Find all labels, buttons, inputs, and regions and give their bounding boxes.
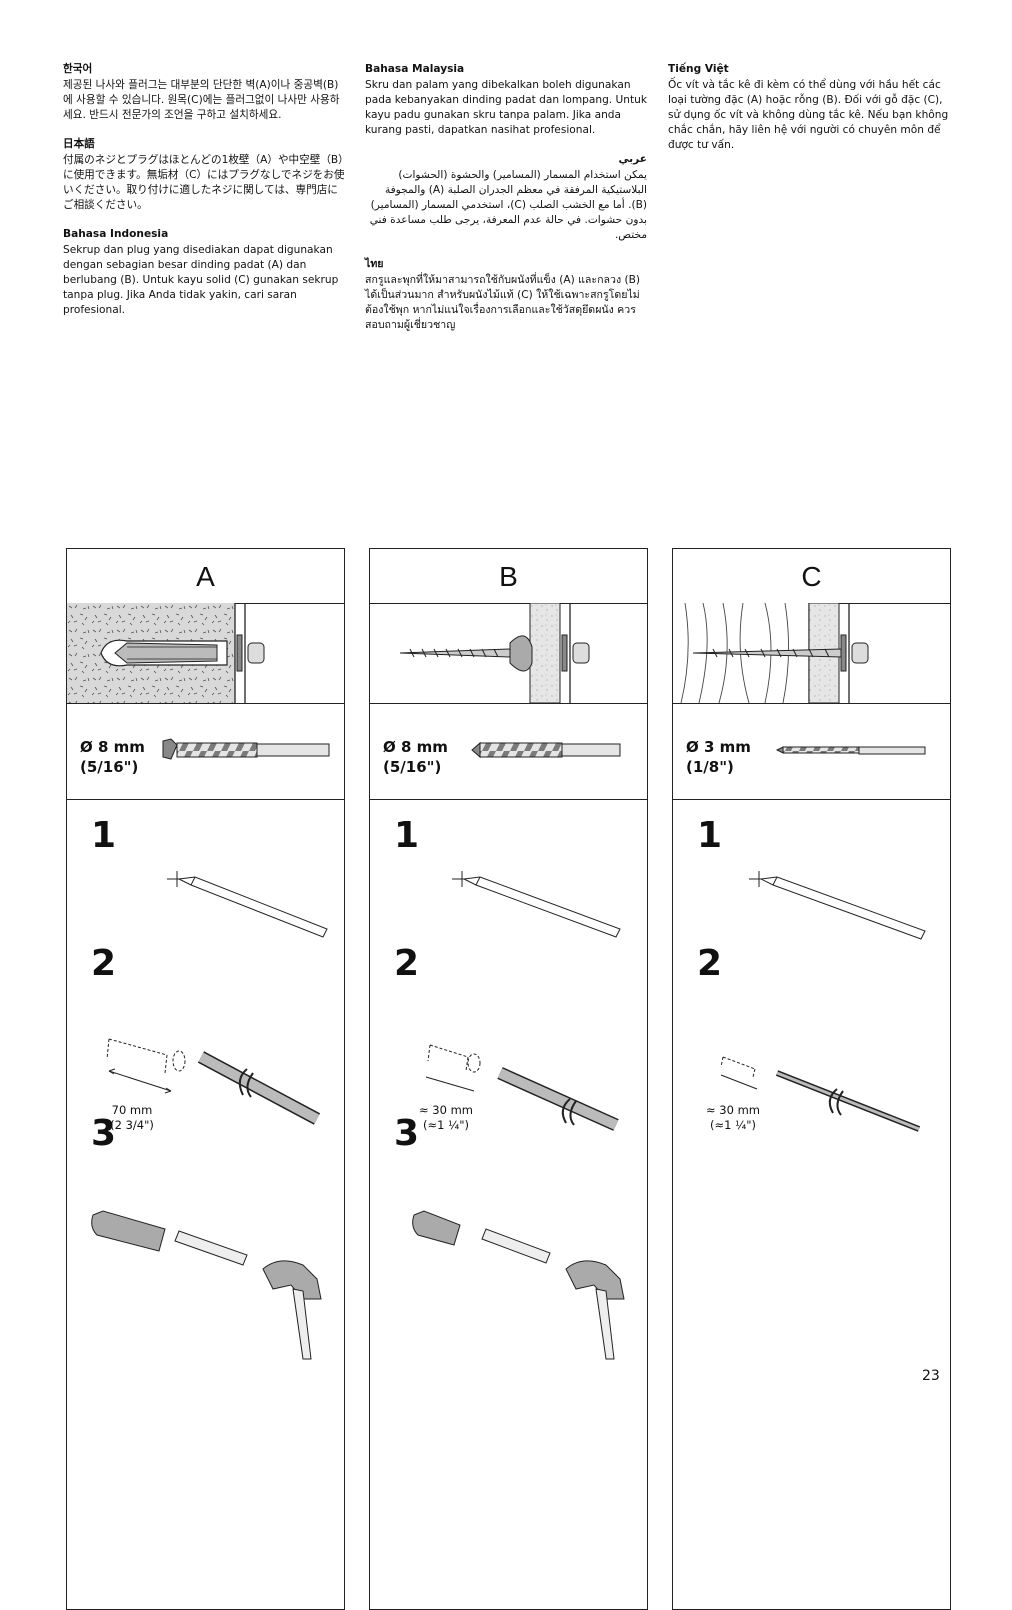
solid-wall-illustration [67, 603, 344, 704]
section-title: 日本語 [63, 138, 95, 150]
drill-size-row: Ø 3 mm (1/8") [673, 703, 950, 800]
section-body: Ốc vít và tắc kê đi kèm có thể dùng với … [668, 79, 949, 151]
text-column-1: 한국어 제공된 나사와 플러그는 대부분의 단단한 벽(A)이나 중공벽(B)에… [63, 62, 345, 332]
drill-size-imperial: (1/8") [686, 758, 734, 776]
section-indonesian: Bahasa Indonesia Sekrup dan plug yang di… [63, 227, 345, 318]
step-number: 1 [394, 815, 420, 856]
section-title: ไทย [365, 258, 384, 270]
steps-illustration [720, 871, 926, 1132]
hole-depth-imperial: (≈1 ¼") [709, 1118, 757, 1132]
step-number: 2 [697, 943, 723, 984]
hole-depth-label: ≈ 30 mm (≈1 ¼") [693, 1103, 773, 1133]
step-number: 2 [394, 943, 420, 984]
hole-depth-metric: ≈ 30 mm [706, 1103, 760, 1117]
text-column-3: Tiếng Việt Ốc vít và tắc kê đi kèm có th… [668, 62, 950, 167]
drill-hole-icon [106, 1038, 321, 1125]
steps-illustration [91, 871, 328, 1360]
steps-area: 1 2 ≈ 30 mm (≈1 ¼") [673, 799, 950, 1609]
steps-illustration [412, 871, 625, 1360]
wood-screw-icon [673, 603, 869, 703]
section-malay: Bahasa Malaysia Skru dan palam yang dibe… [365, 62, 647, 138]
section-title: Bahasa Malaysia [365, 63, 465, 75]
step-number: 3 [394, 1113, 420, 1154]
section-body: يمكن استخدام المسمار (المسامير) والحشوة … [369, 169, 647, 241]
concrete-wall-plug-icon [67, 603, 265, 703]
mark-pencil-icon [452, 871, 621, 938]
hammer-plug-icon [412, 1210, 625, 1360]
hole-depth-metric: ≈ 30 mm [419, 1103, 473, 1117]
hole-depth-label: ≈ 30 mm (≈1 ¼") [406, 1103, 486, 1133]
section-title: Bahasa Indonesia [63, 228, 169, 240]
drill-size-imperial: (5/16") [80, 758, 139, 776]
drill-size-label: Ø 3 mm (1/8") [686, 737, 751, 777]
section-title: 한국어 [63, 63, 93, 75]
section-title: Tiếng Việt [668, 63, 729, 75]
hammer-plug-icon [91, 1210, 322, 1360]
section-title: عربي [618, 153, 647, 165]
hole-depth-label: 70 mm (2 3/4") [92, 1103, 172, 1133]
step-number: 2 [91, 943, 117, 984]
drill-size-label: Ø 8 mm (5/16") [383, 737, 448, 777]
section-body: 제공된 나사와 플러그는 대부분의 단단한 벽(A)이나 중공벽(B)에 사용할… [63, 79, 340, 121]
hole-depth-imperial: (≈1 ¼") [422, 1118, 470, 1132]
step-number: 1 [91, 815, 117, 856]
panel-label: A [67, 549, 344, 604]
step-number: 3 [91, 1113, 117, 1154]
section-body: Sekrup dan plug yang disediakan dapat di… [63, 244, 339, 316]
section-vietnamese: Tiếng Việt Ốc vít và tắc kê đi kèm có th… [668, 62, 950, 153]
wall-type-panel-b: B Ø 8 mm (5/16") 1 2 3 [369, 548, 648, 1610]
hole-depth-metric: 70 mm [111, 1103, 153, 1117]
wood-drill-bit-icon [775, 746, 926, 755]
drill-size-row: Ø 8 mm (5/16") [370, 703, 647, 800]
panel-label: B [370, 549, 647, 604]
drill-bit-icon [471, 741, 621, 759]
masonry-drill-bit-icon [162, 738, 330, 760]
section-arabic: عربي يمكن استخدام المسمار (المسامير) وال… [365, 152, 647, 243]
hollow-wall-illustration [370, 603, 647, 704]
wall-type-panel-a: A Ø 8 mm (5/16") 1 2 3 [66, 548, 345, 1610]
text-column-2: Bahasa Malaysia Skru dan palam yang dibe… [365, 62, 647, 347]
section-body: 付属のネジとプラグはほとんどの1枚壁（A）や中空壁（B）に使用できます。無垢材（… [63, 154, 345, 211]
section-body: สกรูและพุกที่ให้มาสามารถใช้กับผนังที่แข็… [365, 274, 641, 331]
drill-size-metric: Ø 3 mm [686, 738, 751, 756]
drill-size-imperial: (5/16") [383, 758, 442, 776]
step-number: 1 [697, 815, 723, 856]
mark-pencil-icon [749, 871, 926, 940]
panel-label: C [673, 549, 950, 604]
mark-pencil-icon [167, 871, 328, 938]
wood-wall-illustration [673, 603, 950, 704]
hollow-wall-plug-icon [399, 603, 590, 703]
section-korean: 한국어 제공된 나사와 플러그는 대부분의 단단한 벽(A)이나 중공벽(B)에… [63, 62, 345, 123]
section-thai: ไทย สกรูและพุกที่ให้มาสามารถใช้กับผนังที… [365, 257, 647, 333]
drill-size-row: Ø 8 mm (5/16") [67, 703, 344, 800]
wall-type-panel-c: C Ø 3 mm (1/8") 1 2 [672, 548, 951, 1610]
drill-hole-icon [425, 1044, 619, 1131]
drill-size-label: Ø 8 mm (5/16") [80, 737, 145, 777]
steps-area: 1 2 3 ≈ 30 m [370, 799, 647, 1609]
drill-size-metric: Ø 8 mm [80, 738, 145, 756]
section-japanese: 日本語 付属のネジとプラグはほとんどの1枚壁（A）や中空壁（B）に使用できます。… [63, 137, 345, 213]
hole-depth-imperial: (2 3/4") [110, 1118, 154, 1132]
drill-size-metric: Ø 8 mm [383, 738, 448, 756]
drill-hole-icon [720, 1056, 921, 1132]
steps-area: 1 2 3 [67, 799, 344, 1609]
section-body: Skru dan palam yang dibekalkan boleh dig… [365, 79, 648, 136]
page-number: 23 [922, 1368, 940, 1384]
